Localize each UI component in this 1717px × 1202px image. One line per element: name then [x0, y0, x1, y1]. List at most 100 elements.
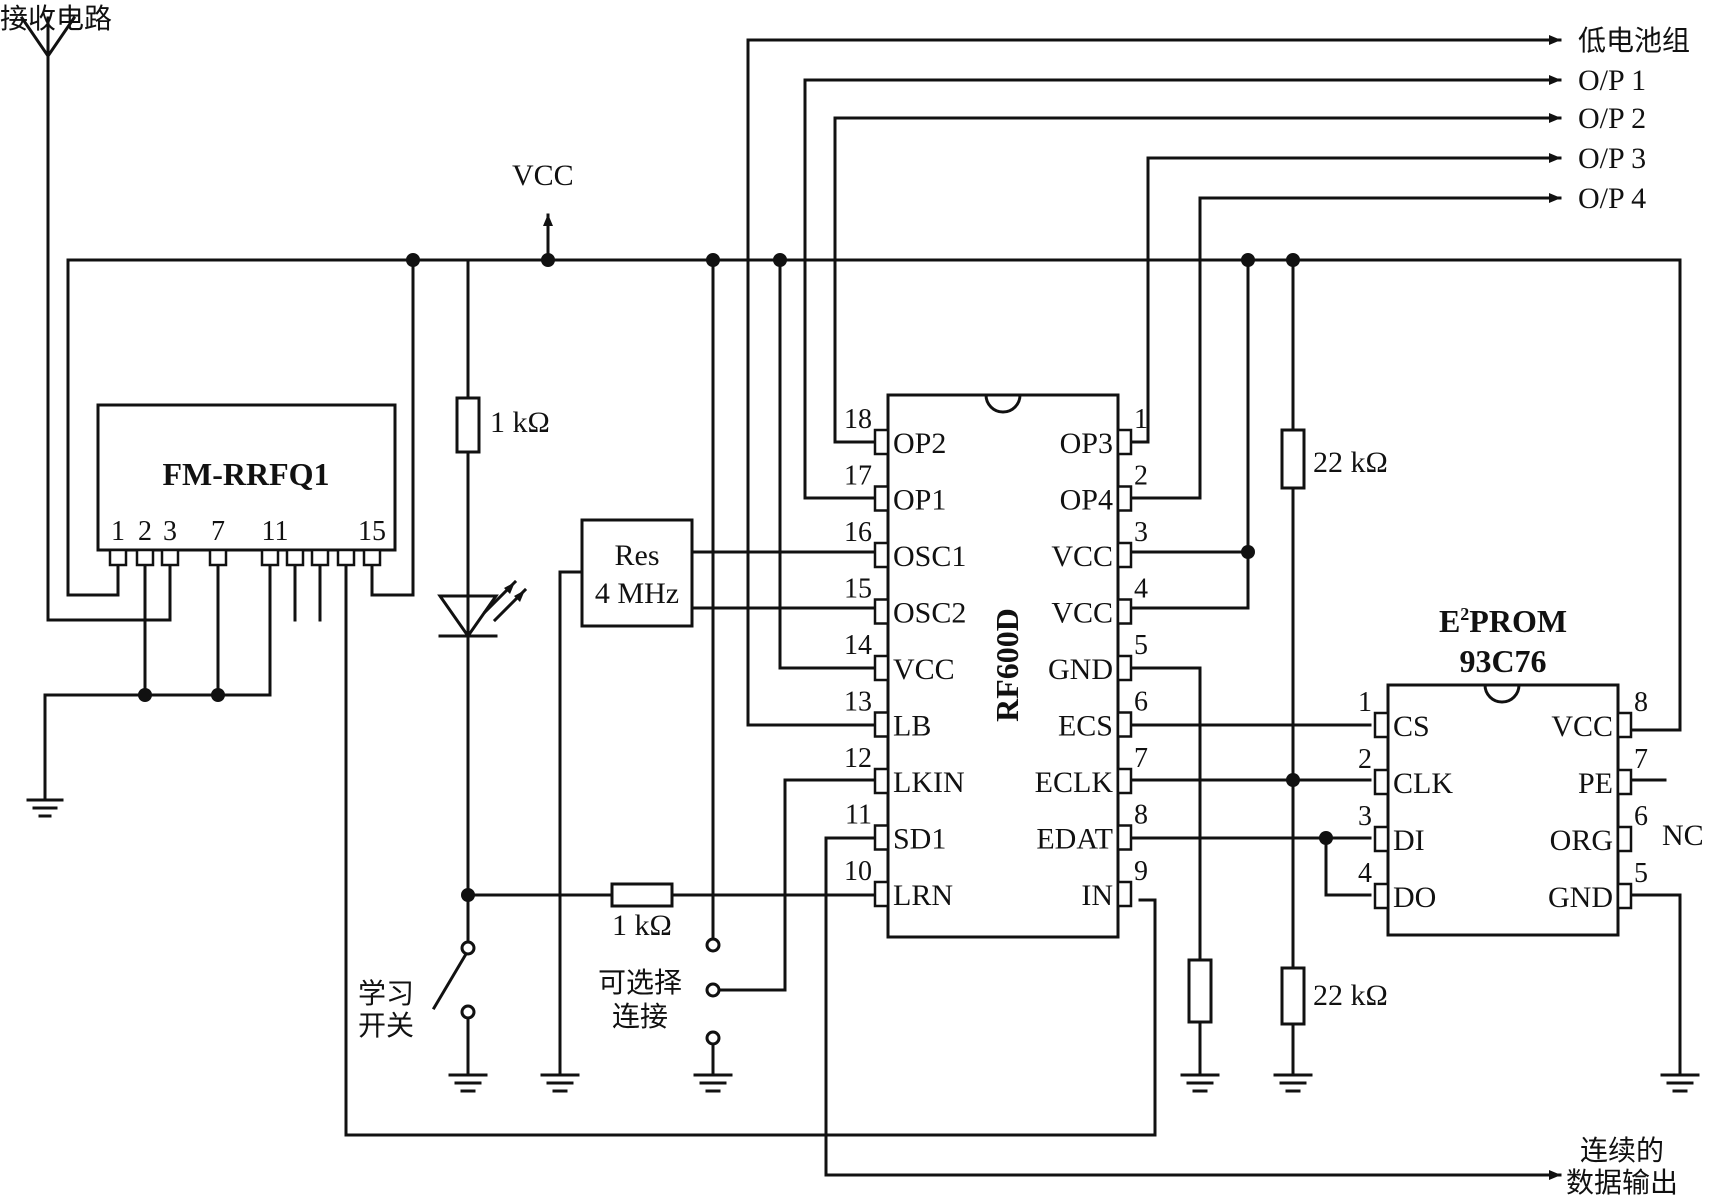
module-pin-number: 7: [211, 516, 225, 547]
decoder-name: RF600D: [989, 608, 1025, 722]
resonator: Res 4 MHz: [580, 518, 694, 628]
nc-label: NC: [1662, 819, 1704, 852]
junction-dots: [138, 253, 1333, 902]
eeprom-pin-label: DO: [1393, 881, 1436, 914]
optional-label-1: 可选择: [598, 966, 682, 999]
resistor-22k-lower: 22 kΩ: [1280, 966, 1388, 1026]
decoder-pin-number: 9: [1134, 856, 1148, 887]
module-pin-number: 3: [163, 516, 177, 547]
decoder-pin-2: [1116, 485, 1133, 512]
decoder-pin-label: OSC1: [893, 540, 966, 573]
module-pin-number: 1: [111, 516, 125, 547]
decoder-pin-10: [873, 880, 890, 908]
resistor-learn-label: 1 kΩ: [612, 909, 672, 942]
decoder-pins: 18OP217OP116OSC115OSC214VCC13LB12LKIN11S…: [844, 404, 1148, 912]
decoder-pin-number: 13: [844, 687, 872, 718]
vcc-label: VCC: [512, 159, 574, 192]
output-label-op2: O/P 2: [1578, 102, 1646, 135]
decoder-pin-number: 3: [1134, 517, 1148, 548]
eeprom-pin-label: CS: [1393, 710, 1430, 743]
module-pin-number: 11: [262, 516, 289, 547]
decoder-pin-label: EDAT: [1036, 823, 1113, 856]
eeprom-pin-number: 4: [1358, 858, 1372, 889]
eeprom-pin-label: VCC: [1551, 710, 1613, 743]
decoder-pin-16: [873, 541, 890, 569]
module-pin-number: 2: [138, 516, 152, 547]
resonator-label-2: 4 MHz: [595, 577, 679, 610]
optional-connection: [705, 937, 721, 1046]
decoder-pin-label: VCC: [893, 653, 955, 686]
decoder-pin-8: [1116, 824, 1133, 851]
decoder-pin-14: [873, 654, 890, 682]
resistor-22k-upper: 22 kΩ: [1280, 428, 1388, 490]
decoder-pin-label: LB: [893, 710, 931, 743]
output-label-op1: O/P 1: [1578, 64, 1646, 97]
decoder-pin-12: [873, 767, 890, 795]
led-icon: [437, 579, 528, 639]
decoder-pin-number: 10: [844, 856, 872, 887]
ground-symbol: [1660, 1073, 1700, 1093]
decoder-pin-number: 12: [844, 743, 872, 774]
decoder-pin-18: [873, 428, 890, 456]
ground-symbol: [693, 1073, 733, 1093]
eeprom-pin-2: [1373, 768, 1390, 796]
learn-switch-label-2: 开关: [358, 1009, 414, 1042]
eeprom-pin-number: 3: [1358, 801, 1372, 832]
output-label-op4: O/P 4: [1578, 182, 1646, 215]
rf-module: FM-RRFQ1 1 2 3 7 11 15: [96, 403, 397, 567]
eeprom-ic: E2PROM 93C76: [1386, 603, 1620, 937]
decoder-pin-label: LRN: [893, 879, 953, 912]
decoder-pin-number: 1: [1134, 404, 1148, 435]
eeprom-title: E2PROM: [1439, 603, 1567, 639]
optional-label-2: 连接: [612, 1000, 668, 1033]
decoder-pin-11: [873, 824, 890, 851]
decoder-pin-label: LKIN: [893, 766, 965, 799]
decoder-pin-5: [1116, 654, 1133, 682]
ground-symbol: [1180, 1073, 1220, 1093]
decoder-pin-9: [1116, 880, 1133, 908]
resistor-led-label: 1 kΩ: [490, 406, 550, 439]
eeprom-pin-8: [1616, 711, 1633, 739]
eeprom-pin-number: 7: [1634, 744, 1648, 775]
module-label: FM-RRFQ1: [162, 456, 329, 492]
decoder-pin-3: [1116, 541, 1133, 569]
output-label-low-battery: 低电池组: [1578, 24, 1690, 57]
decoder-pin-number: 14: [844, 630, 872, 661]
decoder-pin-label: OP2: [893, 427, 946, 460]
ground-symbol: [448, 1073, 488, 1093]
eeprom-pin-6: [1616, 825, 1633, 853]
data-out-label-2: 数据输出: [1566, 1166, 1678, 1199]
decoder-pin-number: 5: [1134, 630, 1148, 661]
output-labels: 低电池组 O/P 1 O/P 2 O/P 3 O/P 4: [1578, 24, 1690, 215]
eeprom-pin-3: [1373, 825, 1390, 853]
output-label-op3: O/P 3: [1578, 142, 1646, 175]
eeprom-pin-label: ORG: [1550, 824, 1613, 857]
eeprom-pin-4: [1373, 882, 1390, 910]
ground-symbol: [540, 1073, 580, 1093]
eeprom-pin-label: GND: [1548, 881, 1613, 914]
decoder-pin-number: 6: [1134, 687, 1148, 718]
resonator-label-1: Res: [615, 539, 660, 572]
decoder-pin-label: OP4: [1060, 484, 1113, 517]
eeprom-pin-label: CLK: [1393, 767, 1453, 800]
decoder-pin-label: ECS: [1058, 710, 1113, 743]
ground-symbols: [26, 798, 1700, 1093]
decoder-pin-6: [1116, 711, 1133, 738]
wires: [19, 15, 1682, 1180]
data-out-label-1: 连续的: [1580, 1134, 1664, 1167]
decoder-pin-label: SD1: [893, 823, 946, 856]
decoder-pin-number: 2: [1134, 461, 1148, 492]
learn-switch: [460, 940, 476, 1020]
decoder-pin-17: [873, 485, 890, 512]
resistor-gnd: [1187, 958, 1213, 1024]
learn-switch-label-1: 学习: [358, 977, 414, 1010]
eeprom-pin-number: 5: [1634, 858, 1648, 889]
decoder-pin-number: 18: [844, 404, 872, 435]
decoder-pin-label: IN: [1081, 879, 1113, 912]
decoder-pin-number: 17: [844, 461, 872, 492]
decoder-pin-13: [873, 711, 890, 738]
resistor-22k-upper-label: 22 kΩ: [1313, 446, 1388, 479]
decoder-pin-number: 7: [1134, 743, 1148, 774]
decoder-pin-label: OP1: [893, 484, 946, 517]
